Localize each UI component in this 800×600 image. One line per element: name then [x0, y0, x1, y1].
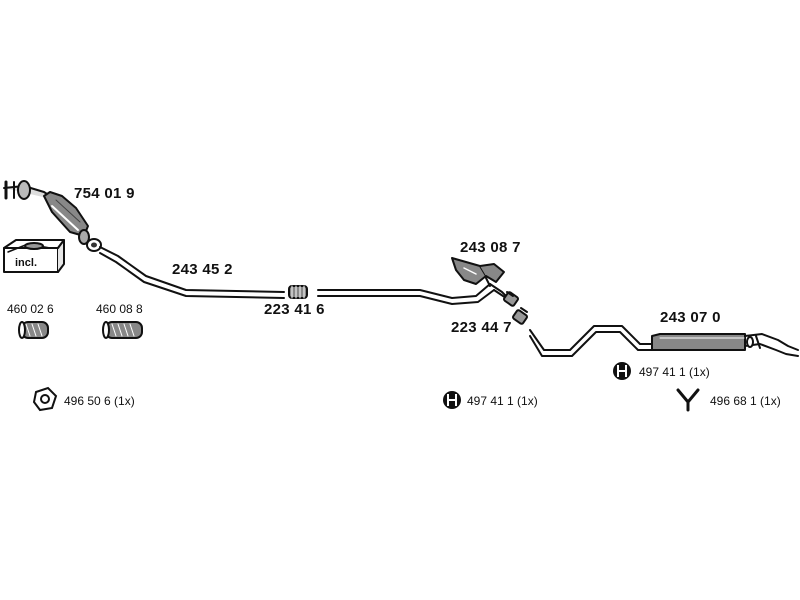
clamp-part-number: 223 41 6 [264, 301, 325, 318]
hanger-icon [676, 388, 700, 412]
catalyst-part-number: 754 01 9 [74, 185, 135, 202]
middle-pipe-drawing [317, 283, 513, 305]
middle-silencer-part-number: 243 08 7 [460, 239, 521, 256]
clamp-drawing [288, 285, 308, 299]
front-pipe-part-number: 243 45 2 [172, 261, 233, 278]
front-pipe-drawing [86, 238, 285, 299]
gasket-1-part-number: 460 02 6 [7, 302, 54, 316]
gasket-1-drawing [18, 321, 49, 339]
hanger-part-number: 496 68 1 (1x) [710, 394, 781, 408]
incl-label: incl. [15, 257, 38, 269]
gasket-2-drawing [102, 321, 143, 339]
catalyst-drawing [3, 180, 90, 245]
ring-icon [32, 386, 58, 412]
rear-silencer-part-number: 243 07 0 [660, 309, 721, 326]
connector-drawing [503, 291, 528, 325]
gasket-kit-box-drawing [3, 239, 65, 273]
mount-rear-icon [613, 362, 631, 380]
mount-rear-part-number: 497 41 1 (1x) [639, 365, 710, 379]
gasket-2-part-number: 460 08 8 [96, 302, 143, 316]
mount-mid-icon [443, 391, 461, 409]
rear-silencer-drawing [529, 325, 799, 357]
ring-part-number: 496 50 6 (1x) [64, 394, 135, 408]
connector-part-number: 223 44 7 [451, 319, 512, 336]
mount-mid-part-number: 497 41 1 (1x) [467, 394, 538, 408]
middle-silencer-drawing [451, 257, 505, 287]
